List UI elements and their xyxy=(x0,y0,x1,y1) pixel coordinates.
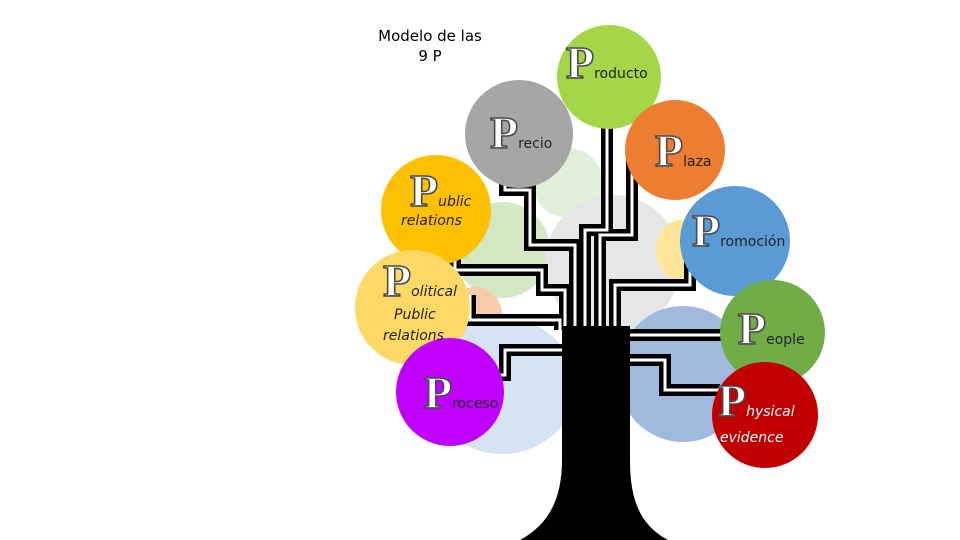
promocion-bubble xyxy=(680,186,790,296)
tree-trunk xyxy=(520,326,668,540)
promocion-label: Promoción xyxy=(691,205,786,256)
precio-rest: recio xyxy=(518,136,553,152)
political-rest: olitical xyxy=(411,284,457,300)
title-line-1: Modelo de las xyxy=(378,27,482,45)
promocion-rest: romoción xyxy=(720,234,786,250)
proceso-bubble xyxy=(396,338,504,446)
public-relations-initial: P xyxy=(409,165,439,216)
promocion-initial: P xyxy=(691,205,721,256)
political-initial: P xyxy=(382,255,412,306)
physical-evidence-bubble xyxy=(712,362,818,468)
proceso-initial: P xyxy=(423,367,453,418)
producto-label: Producto xyxy=(565,37,648,88)
title-line-2: 9 P xyxy=(418,47,442,65)
public-relations-line2: relations xyxy=(401,213,462,229)
people-initial: P xyxy=(737,303,767,354)
people-label: People xyxy=(737,303,805,354)
producto-rest: roducto xyxy=(594,66,648,82)
producto-initial: P xyxy=(565,37,595,88)
political-line2: Public xyxy=(394,307,436,323)
plaza-initial: P xyxy=(654,125,684,176)
precio-label: Precio xyxy=(489,107,553,158)
political-label: Political xyxy=(382,255,457,306)
people-rest: eople xyxy=(766,332,805,348)
diagram-title: Modelo de las 9 P xyxy=(360,26,500,66)
physical-rest: hysical xyxy=(746,404,795,420)
political-line3: relations xyxy=(383,328,444,344)
proceso-rest: roceso xyxy=(452,396,499,412)
physical-initial: P xyxy=(717,375,747,426)
plaza-rest: laza xyxy=(683,154,712,170)
public-relations-label: Public xyxy=(409,165,472,216)
public-relations-bubble xyxy=(381,155,491,265)
proceso-label: Proceso xyxy=(423,367,499,418)
public-relations-rest: ublic xyxy=(438,194,472,210)
precio-initial: P xyxy=(489,107,519,158)
precio-bubble xyxy=(465,80,573,188)
plaza-label: Plaza xyxy=(654,125,712,176)
plaza-bubble xyxy=(625,100,725,200)
physical-line2: evidence xyxy=(720,430,784,446)
physical-label: Physical xyxy=(717,375,795,426)
